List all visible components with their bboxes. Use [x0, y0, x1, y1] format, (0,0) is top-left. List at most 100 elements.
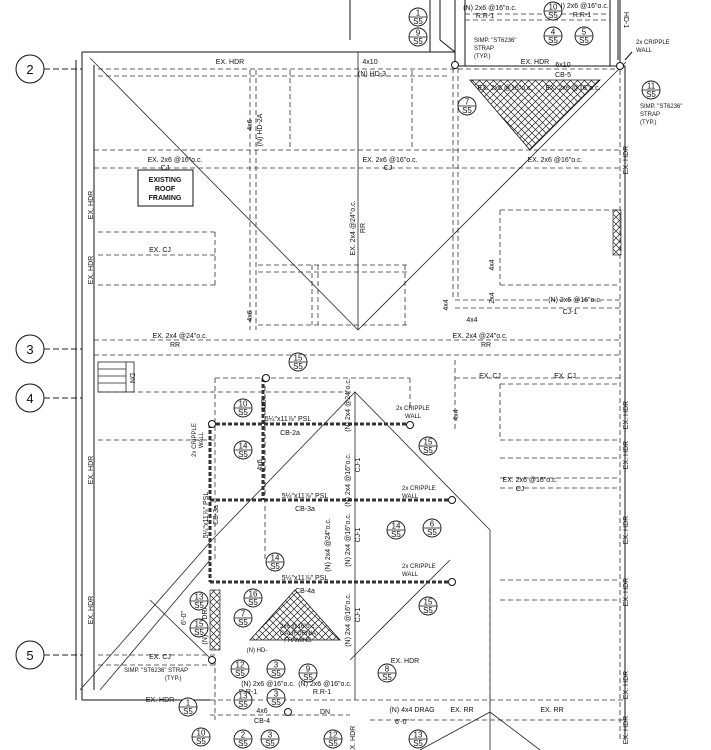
callout-sheet: S5 — [271, 698, 281, 707]
svg-text:CB-2a: CB-2a — [280, 430, 300, 437]
svg-text:EX. 2x6 @16"o.c.: EX. 2x6 @16"o.c. — [545, 85, 600, 92]
callout-sheet: S5 — [646, 90, 656, 99]
callout-sheet: S5 — [238, 618, 248, 627]
callout-sheet: S5 — [423, 606, 433, 615]
detail-callout-2: 2S5 — [233, 729, 253, 749]
posts — [208, 61, 624, 716]
svg-text:4x4: 4x4 — [453, 409, 460, 420]
svg-text:WALL: WALL — [199, 431, 205, 448]
callout-number: 4 — [551, 28, 556, 37]
svg-text:4x4: 4x4 — [443, 299, 450, 310]
callout-number: 13 — [239, 692, 248, 701]
svg-text:EX. HDR: EX. HDR — [623, 146, 630, 174]
callout-number: 3 — [268, 731, 273, 740]
svg-text:EX. HDR: EX. HDR — [521, 59, 549, 66]
svg-text:6'-0": 6'-0" — [181, 611, 188, 625]
callout-number: 1 — [416, 9, 421, 18]
detail-callout-1: 1S5 — [408, 7, 428, 27]
svg-text:4x6: 4x6 — [261, 399, 268, 410]
upper-right-walls — [349, 0, 633, 66]
svg-text:EX. HDR: EX. HDR — [88, 256, 95, 284]
svg-text:5¼"x11⅞" PSL: 5¼"x11⅞" PSL — [282, 493, 329, 500]
grid-line-4: 4 — [15, 383, 82, 413]
svg-text:2x CRIPPLE: 2x CRIPPLE — [192, 423, 198, 457]
svg-text:CJ: CJ — [384, 165, 393, 172]
svg-text:HD-1: HD-1 — [622, 12, 629, 28]
svg-text:CB-4a: CB-4a — [295, 588, 315, 595]
stair-symbol — [97, 361, 135, 393]
svg-text:R.R-1: R.R-1 — [313, 689, 331, 696]
svg-text:EX. HDR: EX. HDR — [88, 596, 95, 624]
svg-text:EX. CJ: EX. CJ — [479, 373, 501, 380]
svg-text:WALL: WALL — [402, 494, 419, 500]
svg-text:5: 5 — [26, 648, 33, 663]
callout-number: 7 — [241, 610, 246, 619]
callout-number: 13 — [195, 593, 204, 602]
svg-text:(N) 2x6 @16"o.c.: (N) 2x6 @16"o.c. — [241, 681, 295, 688]
plan-labels: EX. HDR 4x10 (N) HD-3 EX. HDR 6x10 CB-5 … — [88, 3, 683, 750]
svg-text:WALL: WALL — [402, 572, 419, 578]
svg-text:SIMP. "ST6236" STRAP: SIMP. "ST6236" STRAP — [124, 668, 188, 674]
callout-sheet: S5 — [423, 446, 433, 455]
detail-callout-4: 4S5 — [543, 26, 563, 46]
roof-hip-lines — [79, 52, 627, 750]
svg-text:(N) 2x4 @24"o.c.: (N) 2x4 @24"o.c. — [345, 378, 352, 432]
callout-sheet: S5 — [238, 408, 248, 417]
svg-text:R.R-1: R.R-1 — [573, 12, 591, 19]
svg-text:EX. 2x6 @16"o.c.: EX. 2x6 @16"o.c. — [527, 157, 582, 164]
svg-text:R.R-1: R.R-1 — [476, 13, 494, 20]
callout-number: 6 — [430, 520, 435, 529]
callout-number: 15 — [195, 620, 204, 629]
svg-text:EX. HDR: EX. HDR — [623, 401, 630, 429]
callout-sheet: S5 — [196, 737, 206, 746]
svg-text:5¼"x11⅞" PSL: 5¼"x11⅞" PSL — [203, 492, 210, 539]
svg-text:EX. CJ: EX. CJ — [149, 247, 171, 254]
callout-number: 11 — [647, 82, 656, 91]
psl-beams — [208, 378, 455, 584]
svg-text:2x CRIPPLE: 2x CRIPPLE — [402, 564, 436, 570]
detail-callout-3: 3S5 — [266, 659, 286, 679]
svg-text:(N) 2x6 @16"o.c.: (N) 2x6 @16"o.c. — [298, 681, 352, 688]
callout-number: 13 — [414, 731, 423, 740]
detail-callout-1: 1S5 — [178, 697, 198, 717]
svg-text:EX. HDR: EX. HDR — [391, 658, 419, 665]
svg-text:CJ-1: CJ-1 — [355, 608, 362, 623]
svg-text:6x10: 6x10 — [555, 62, 570, 69]
svg-text:2: 2 — [26, 62, 33, 77]
svg-text:(N) HD-2A: (N) HD-2A — [257, 113, 264, 146]
svg-text:RR: RR — [360, 223, 367, 233]
callout-sheet: S5 — [235, 669, 245, 678]
detail-callout-7: 7S5 — [457, 96, 477, 116]
svg-text:2x CRIPPLE: 2x CRIPPLE — [636, 40, 670, 46]
svg-text:EX. 2x4 @24"o.c.: EX. 2x4 @24"o.c. — [452, 333, 507, 340]
svg-text:EX. 2x6 @16"o.c.: EX. 2x6 @16"o.c. — [477, 85, 532, 92]
svg-text:EX. 2x6 @16"o.c.: EX. 2x6 @16"o.c. — [362, 157, 417, 164]
callout-sheet: S5 — [265, 739, 275, 748]
detail-callout-8: 8S5 — [377, 663, 397, 683]
svg-text:EX. HDR: EX. HDR — [88, 191, 95, 219]
callout-number: 16 — [249, 590, 258, 599]
callout-sheet: S5 — [183, 707, 193, 716]
svg-text:(N) 2x6 @16"o.c.: (N) 2x6 @16"o.c. — [555, 3, 609, 10]
svg-text:(N) HD-: (N) HD- — [247, 648, 268, 654]
callout-sheet: S5 — [391, 530, 401, 539]
svg-text:CJ: CJ — [516, 486, 525, 493]
svg-text:EX. 2x4 @24"o.c.: EX. 2x4 @24"o.c. — [350, 200, 357, 255]
svg-text:2x6 @16"o.c.: 2x6 @16"o.c. — [280, 624, 316, 630]
callout-number: 14 — [239, 442, 248, 451]
svg-text:DN: DN — [128, 373, 135, 383]
svg-text:CJ: CJ — [161, 165, 170, 172]
svg-text:5¼"x11⅞" PSL: 5¼"x11⅞" PSL — [265, 416, 312, 423]
callout-number: 12 — [329, 731, 338, 740]
callout-sheet: S5 — [238, 700, 248, 709]
svg-text:(TYP.): (TYP.) — [474, 54, 491, 60]
hatched-areas — [209, 79, 622, 651]
svg-text:EX. HDR: EX. HDR — [623, 516, 630, 544]
